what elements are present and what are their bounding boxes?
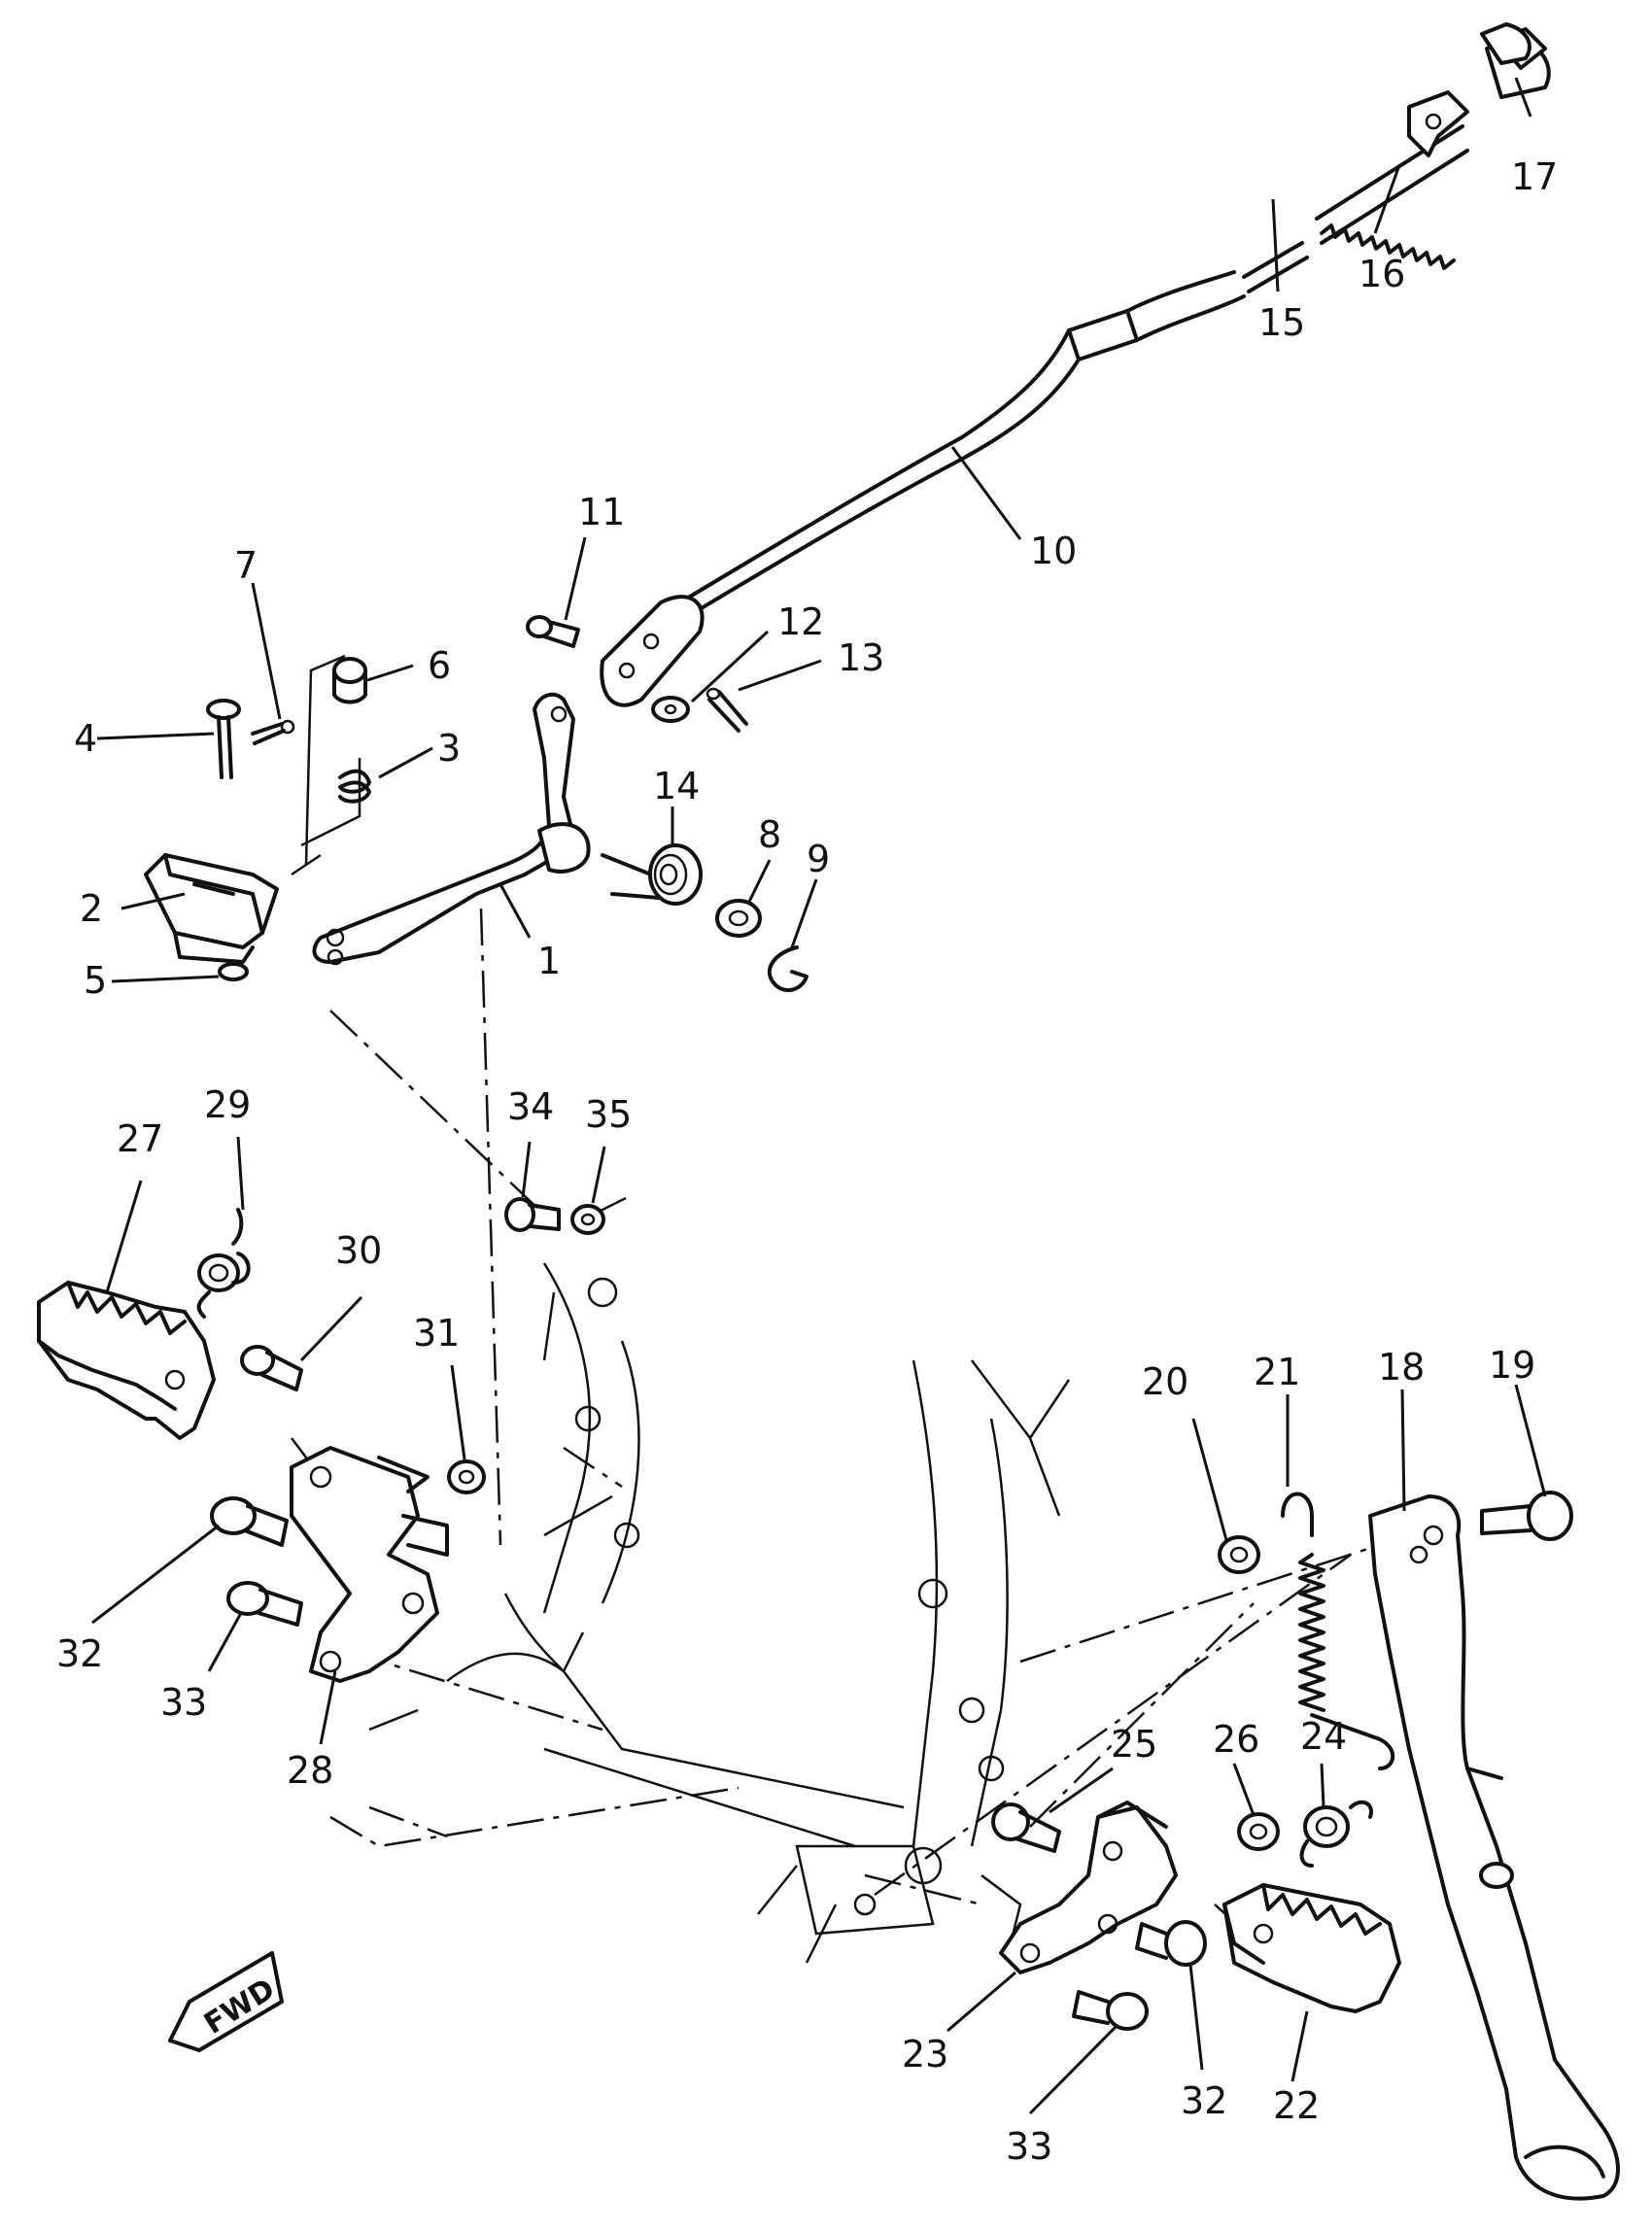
right-footrest-bracket [999, 1801, 1178, 1974]
callout-1: 1 [537, 940, 561, 982]
cable-adjuster-nut [1407, 90, 1469, 157]
callout-24: 24 [1300, 1715, 1347, 1758]
right-bracket-bolt-small [1072, 1990, 1149, 2031]
side-stand-nut [1218, 1535, 1260, 1574]
callout-2: 2 [80, 887, 103, 930]
callout-35: 35 [585, 1093, 632, 1136]
right-footrest-spring [1299, 1800, 1373, 1868]
collar [332, 657, 367, 704]
pedal-return-spring [601, 843, 703, 906]
callout-31: 31 [413, 1312, 460, 1355]
frame-structure [368, 1262, 1071, 1964]
callout-3: 3 [437, 727, 461, 770]
callouts: 1 2 3 4 5 6 7 8 9 10 11 12 13 14 15 16 1… [56, 155, 1558, 2168]
callout-22: 22 [1273, 2084, 1320, 2127]
lever-washer [651, 696, 690, 723]
callout-20: 20 [1142, 1360, 1188, 1403]
assembly-bracket-line-2 [304, 654, 346, 866]
pedal-washer [715, 899, 762, 938]
right-footrest [1222, 1883, 1401, 2013]
callout-28: 28 [287, 1749, 333, 1792]
callout-23: 23 [902, 2033, 948, 2076]
right-bracket-nut [1237, 1812, 1280, 1851]
brake-cable [669, 241, 1309, 629]
callout-29: 29 [204, 1083, 251, 1126]
pin-washer [218, 962, 249, 981]
callout-8: 8 [758, 813, 781, 856]
callout-9: 9 [807, 838, 830, 880]
cotter-pin [251, 719, 295, 745]
side-stand [1368, 1494, 1620, 2201]
callout-32: 32 [56, 1632, 103, 1675]
callout-27: 27 [117, 1117, 163, 1160]
cable-end-fitting [1480, 22, 1551, 99]
pedal-return-spring-small [338, 769, 371, 804]
cable-spring [1315, 124, 1469, 270]
left-bracket-bolt-small [226, 1581, 303, 1627]
right-footrest-bolt [991, 1802, 1061, 1853]
frame-bolt [504, 1197, 561, 1232]
callout-34: 34 [507, 1085, 554, 1128]
assembly-bracket-line [300, 758, 361, 847]
left-bracket-nut [447, 1459, 486, 1494]
callout-18: 18 [1378, 1346, 1425, 1389]
assembly-lines [291, 908, 1381, 1993]
left-footrest [37, 1281, 216, 1440]
side-stand-spring [1281, 1492, 1395, 1770]
side-stand-bolt [1480, 1491, 1573, 1541]
callout-19: 19 [1489, 1344, 1535, 1387]
clevis-pin [206, 699, 241, 779]
callout-5: 5 [84, 959, 107, 1002]
cable-lever-end [600, 595, 705, 707]
frame-nut [570, 1204, 605, 1235]
left-footrest-bracket [290, 1446, 449, 1683]
callout-32-right: 32 [1181, 2079, 1227, 2122]
callout-21: 21 [1254, 1351, 1300, 1393]
right-bracket-bolt-large [1135, 1920, 1207, 1967]
callout-17: 17 [1511, 155, 1558, 198]
callout-13: 13 [838, 636, 884, 679]
callout-16: 16 [1359, 253, 1405, 295]
lever-cotter [706, 687, 748, 733]
callout-14: 14 [653, 765, 700, 807]
left-footrest-bolt [240, 1345, 303, 1391]
callout-15: 15 [1258, 301, 1305, 344]
forward-direction-arrow: FWD [168, 1951, 284, 2052]
callout-30: 30 [335, 1229, 382, 1272]
callout-33-right: 33 [1006, 2125, 1052, 2168]
callout-7: 7 [234, 544, 258, 587]
callout-25: 25 [1111, 1723, 1157, 1766]
callout-4: 4 [74, 717, 97, 760]
callout-11: 11 [578, 491, 625, 533]
brake-pedal-arm [312, 692, 591, 966]
lever-pin [526, 615, 580, 648]
callout-6: 6 [428, 644, 451, 687]
callout-33: 33 [160, 1681, 207, 1724]
left-bracket-bolt-large [210, 1496, 289, 1547]
callout-10: 10 [1030, 530, 1077, 572]
callout-26: 26 [1213, 1718, 1259, 1761]
footrest-bracket [144, 853, 279, 964]
callout-12: 12 [777, 600, 824, 643]
pedal-circlip [767, 945, 809, 992]
left-footrest-spring [196, 1208, 251, 1319]
assembly-bracket-line-3 [291, 853, 322, 876]
leader-lines [91, 77, 1547, 2115]
